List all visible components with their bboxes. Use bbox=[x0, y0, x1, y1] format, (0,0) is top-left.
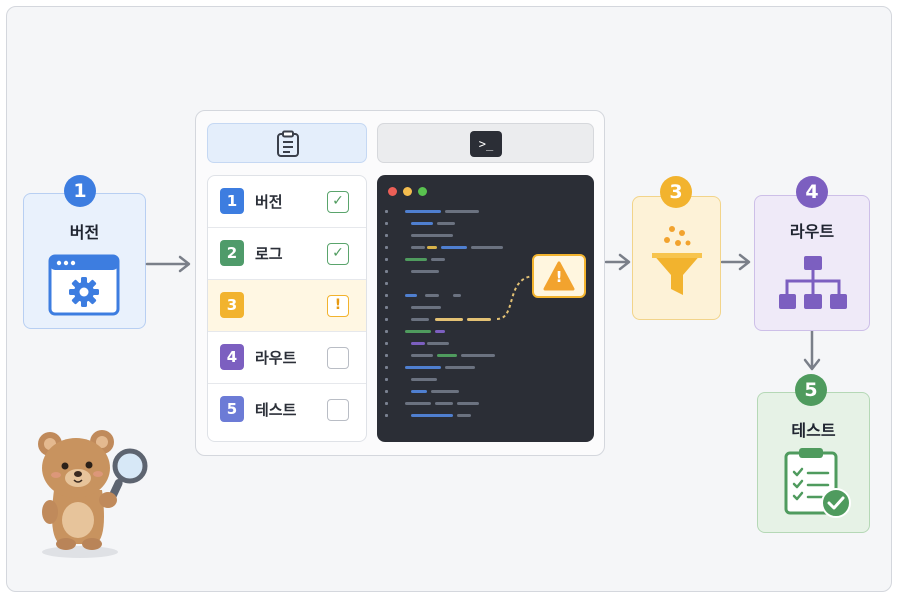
bear-with-magnifier-icon bbox=[30, 428, 150, 564]
item-number: 3 bbox=[220, 292, 244, 318]
item-number: 5 bbox=[220, 396, 244, 422]
item-number: 1 bbox=[220, 188, 244, 214]
stage-routes: 라우트 bbox=[754, 195, 870, 331]
checkbox-empty[interactable] bbox=[327, 399, 349, 421]
clipboard-icon bbox=[275, 130, 301, 162]
clipboard-check-icon bbox=[782, 445, 854, 525]
window-maximize-dot bbox=[418, 187, 427, 196]
checklist-list: 1 버전 ✓ 2 로그 ✓ 3 ! 4 라우트 5 테스트 bbox=[207, 175, 367, 442]
stage-5-badge: 5 bbox=[795, 374, 827, 406]
warning-mark: ! bbox=[555, 268, 563, 286]
checklist-item-tests[interactable]: 5 테스트 bbox=[208, 384, 366, 436]
item-number: 2 bbox=[220, 240, 244, 266]
item-label: 로그 bbox=[255, 245, 283, 263]
stage-routes-label: 라우트 bbox=[789, 222, 835, 241]
checklist-panel: >_ 1 버전 ✓ 2 로그 ✓ 3 ! 4 라우트 5 테스트 bbox=[195, 110, 605, 456]
stage-3 bbox=[632, 196, 721, 320]
hierarchy-icon bbox=[777, 254, 849, 318]
item-label: 버전 bbox=[255, 193, 283, 211]
stage-tests: 테스트 bbox=[757, 392, 870, 533]
item-label: 테스트 bbox=[255, 401, 297, 419]
code-lines bbox=[385, 210, 534, 417]
item-label: 라우트 bbox=[255, 349, 297, 367]
window-close-dot bbox=[388, 187, 397, 196]
checkbox-warning[interactable]: ! bbox=[327, 295, 349, 317]
browser-gear-icon bbox=[48, 254, 120, 320]
checkbox-empty[interactable] bbox=[327, 347, 349, 369]
tab-checklist[interactable] bbox=[207, 123, 367, 163]
checkbox-checked[interactable]: ✓ bbox=[327, 191, 349, 213]
terminal-icon: >_ bbox=[470, 131, 502, 157]
stage-1-badge: 1 bbox=[64, 175, 96, 207]
stage-version-label: 버전 bbox=[69, 223, 100, 242]
checklist-item-logs[interactable]: 2 로그 ✓ bbox=[208, 228, 366, 280]
stage-3-badge: 3 bbox=[660, 176, 692, 208]
checklist-item-3[interactable]: 3 ! bbox=[208, 280, 366, 332]
checkbox-checked[interactable]: ✓ bbox=[327, 243, 349, 265]
window-minimize-dot bbox=[403, 187, 412, 196]
stage-version: 버전 bbox=[23, 193, 146, 329]
stage-4-badge: 4 bbox=[796, 176, 828, 208]
stage-tests-label: 테스트 bbox=[791, 421, 836, 440]
checklist-item-version[interactable]: 1 버전 ✓ bbox=[208, 176, 366, 228]
tab-terminal[interactable]: >_ bbox=[377, 123, 594, 163]
item-number: 4 bbox=[220, 344, 244, 370]
code-editor: ! bbox=[377, 175, 594, 442]
warning-icon: ! bbox=[532, 254, 586, 298]
checklist-item-routes[interactable]: 4 라우트 bbox=[208, 332, 366, 384]
funnel-icon bbox=[650, 219, 704, 307]
